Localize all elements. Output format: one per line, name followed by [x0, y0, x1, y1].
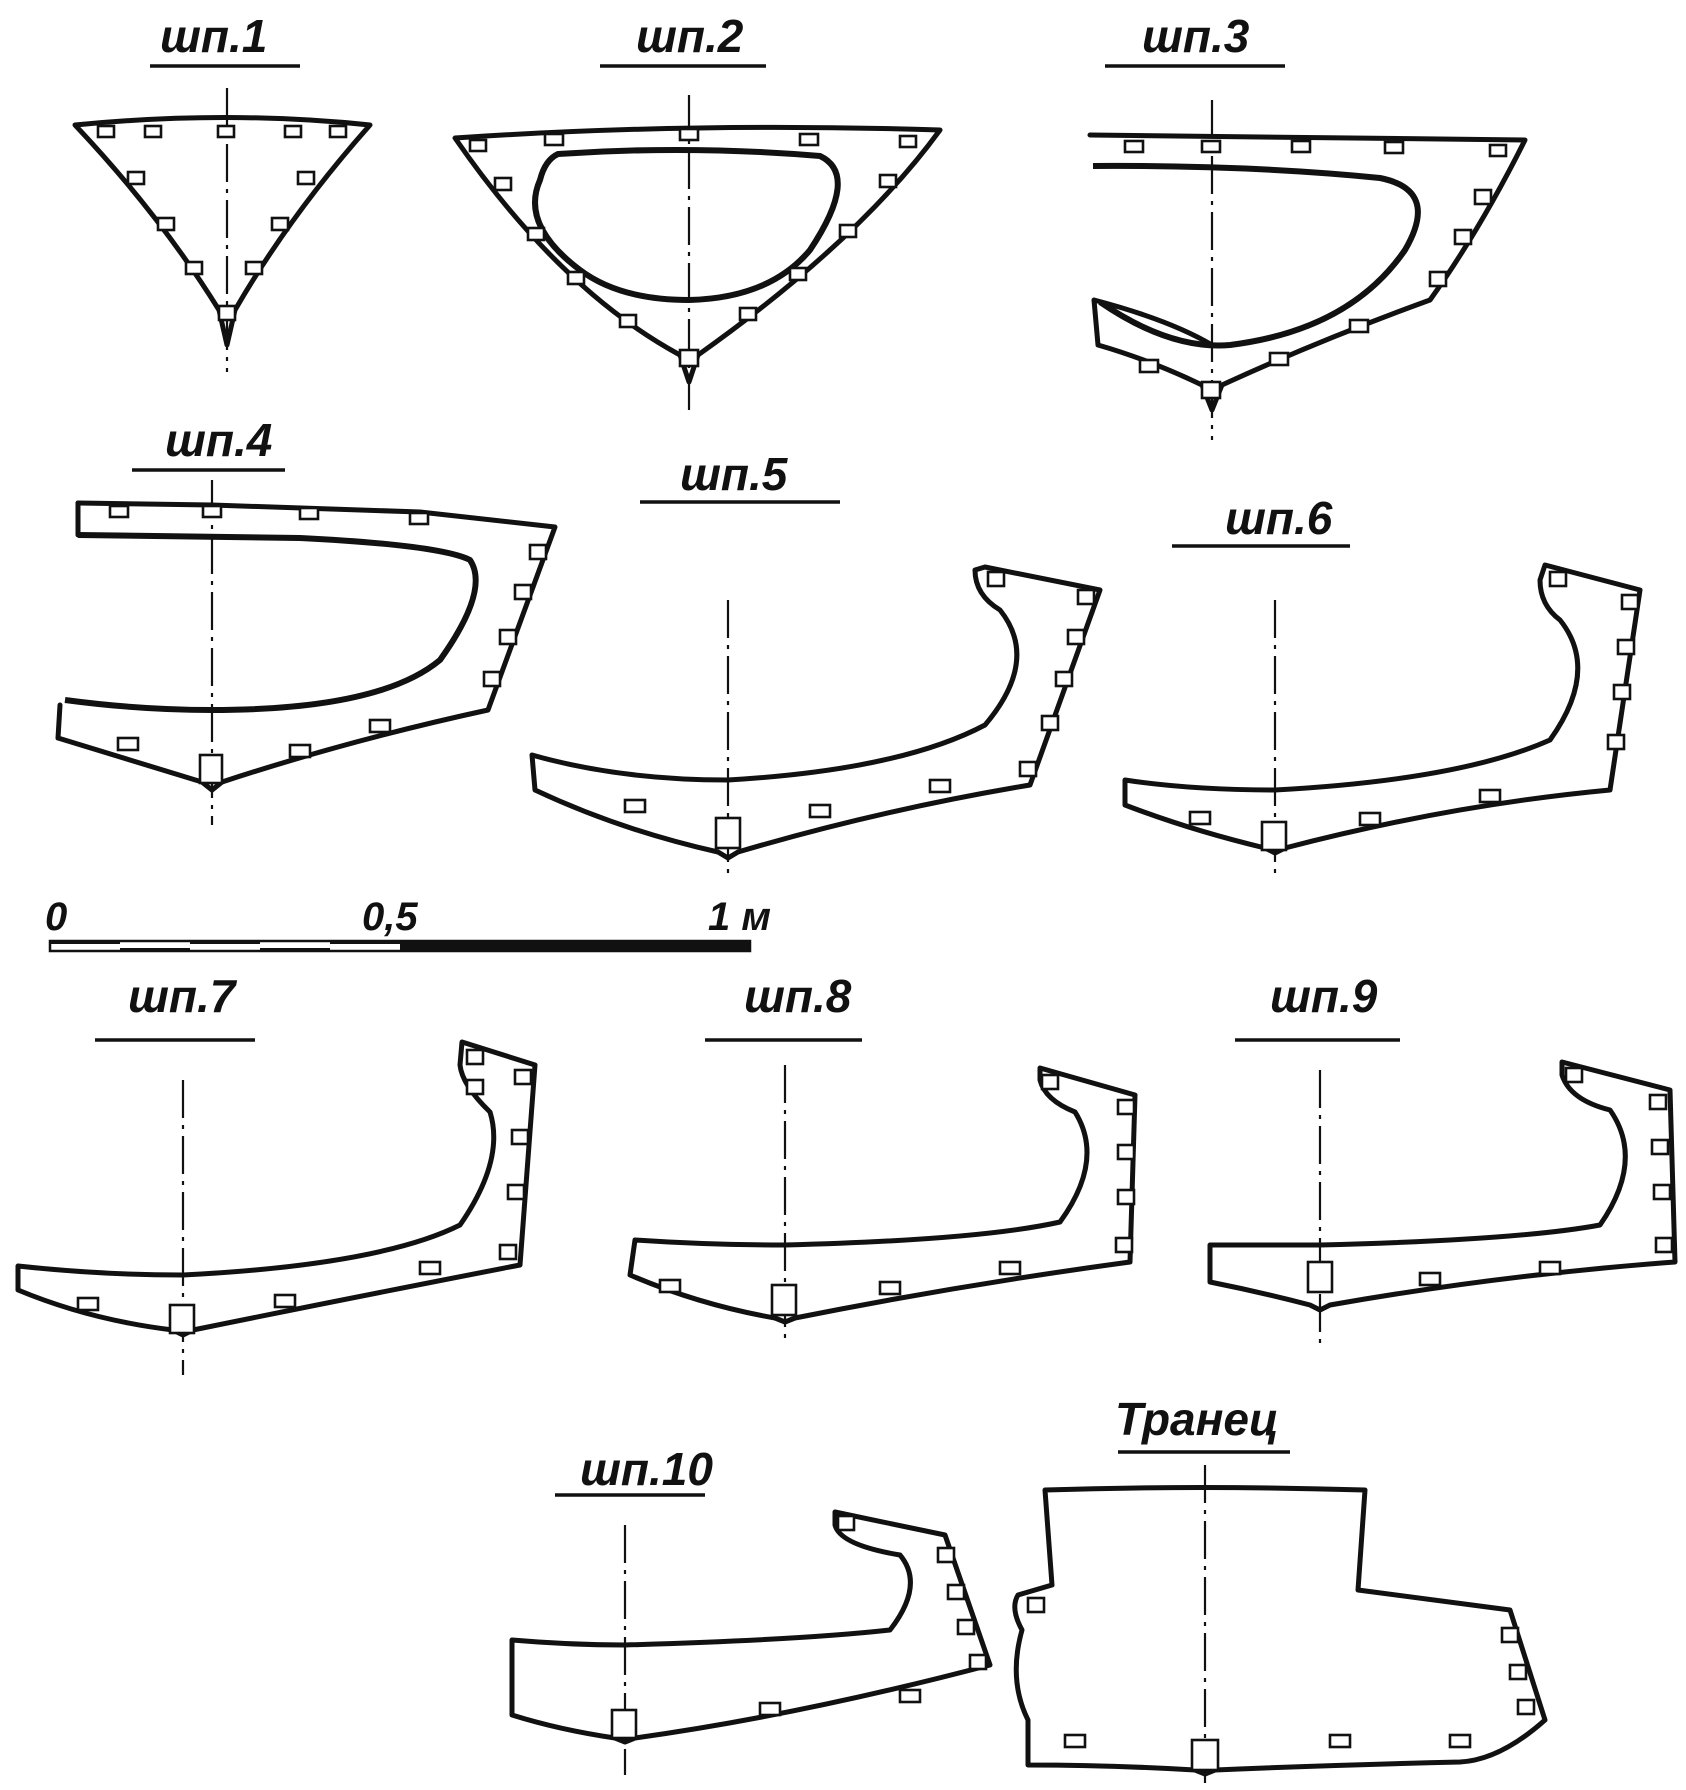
frame-3-label: шп.3: [1142, 10, 1250, 62]
frame-3-stringer-notches: [1123, 139, 1508, 400]
frame-6-label: шп.6: [1225, 492, 1333, 544]
frame-9-label: шп.9: [1270, 970, 1378, 1022]
frame-7-label: шп.7: [128, 970, 238, 1022]
frame-3: шп.3: [1087, 10, 1528, 440]
frame-2: шп.2: [452, 10, 943, 410]
frame-4-stringer-notches: [108, 504, 548, 785]
frame-2-label: шп.2: [636, 10, 744, 62]
frame-10-label: шп.10: [580, 1443, 713, 1495]
frame-2-stringer-notches: [468, 127, 918, 368]
frame-8-label: шп.8: [744, 970, 852, 1022]
frame-1-stringer-notches: [96, 124, 348, 322]
frame-10-stringer-notches: [610, 1514, 988, 1740]
frame-10-outline: [509, 1509, 993, 1745]
transom-stringer-notches: [1026, 1596, 1536, 1772]
frame-6-outline: [1122, 562, 1643, 856]
frame-4-outline: [55, 500, 558, 793]
frame-6-stringer-notches: [1188, 570, 1640, 852]
frame-3-lightening-hole: [1092, 162, 1421, 349]
frame-9-outline: [1207, 1059, 1678, 1313]
frame-1-label: шп.1: [160, 10, 267, 62]
frame-5-stringer-notches: [623, 570, 1096, 850]
frame-6: шп.6: [1122, 492, 1643, 880]
transom-label: Транец: [1115, 1393, 1279, 1445]
frame-10: шп.10: [509, 1443, 993, 1775]
frame-5-label: шп.5: [680, 448, 789, 500]
frame-9-stringer-notches: [1306, 1066, 1674, 1294]
scale-label-one-meter: 1 м: [708, 895, 771, 939]
scale-bar-dashes: [50, 941, 750, 951]
frame-8-stringer-notches: [658, 1073, 1136, 1317]
transom: Транец: [1012, 1393, 1548, 1785]
scale-label-zero: 0: [45, 895, 67, 939]
transom-outline: [1012, 1485, 1548, 1777]
frame-4-lightening-hole: [64, 532, 479, 713]
frame-1: шп.1: [72, 10, 373, 372]
scale-label-half: 0,5: [362, 895, 418, 939]
frame-4-label: шп.4: [165, 414, 272, 466]
frame-4: шп.4: [55, 414, 558, 825]
frame-8-outline: [627, 1065, 1138, 1325]
frame-7-stringer-notches: [76, 1048, 533, 1335]
scale-bar: 0 0,5 1 м: [45, 895, 771, 953]
frame-8: шп.8: [627, 970, 1138, 1345]
frame-5-outline: [529, 564, 1103, 861]
frame-2-outline: [452, 124, 943, 385]
frame-7-outline: [15, 1039, 538, 1338]
frame-2-lightening-hole: [532, 146, 841, 303]
frame-5: шп.5: [529, 448, 1103, 880]
frame-9: шп.9: [1207, 970, 1678, 1345]
frame-7: шп.7: [15, 970, 538, 1375]
